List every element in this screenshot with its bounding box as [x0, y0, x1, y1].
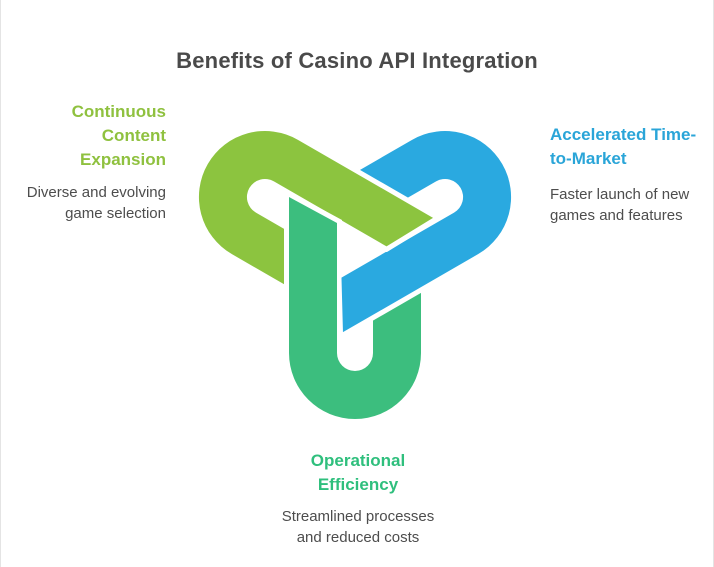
benefit-description: Faster launch of new games and features — [550, 186, 690, 224]
page-title: Benefits of Casino API Integration — [176, 48, 538, 73]
benefit-operational-efficiency: Operational Efficiency — [283, 449, 433, 497]
benefit-accelerated-time-to-market: Accelerated Time-to-Market Faster launch… — [550, 123, 710, 226]
benefit-heading: Operational Efficiency — [310, 451, 406, 494]
benefit-heading: Continuous Content Expansion — [71, 102, 166, 169]
benefit-description: Streamlined processes and reduced costs — [281, 508, 435, 546]
benefit-continuous-content-expansion: Continuous Content Expansion Diverse and… — [16, 100, 166, 224]
benefit-description: Diverse and evolving game selection — [26, 184, 166, 222]
benefit-heading: Accelerated Time-to-Market — [550, 125, 697, 168]
